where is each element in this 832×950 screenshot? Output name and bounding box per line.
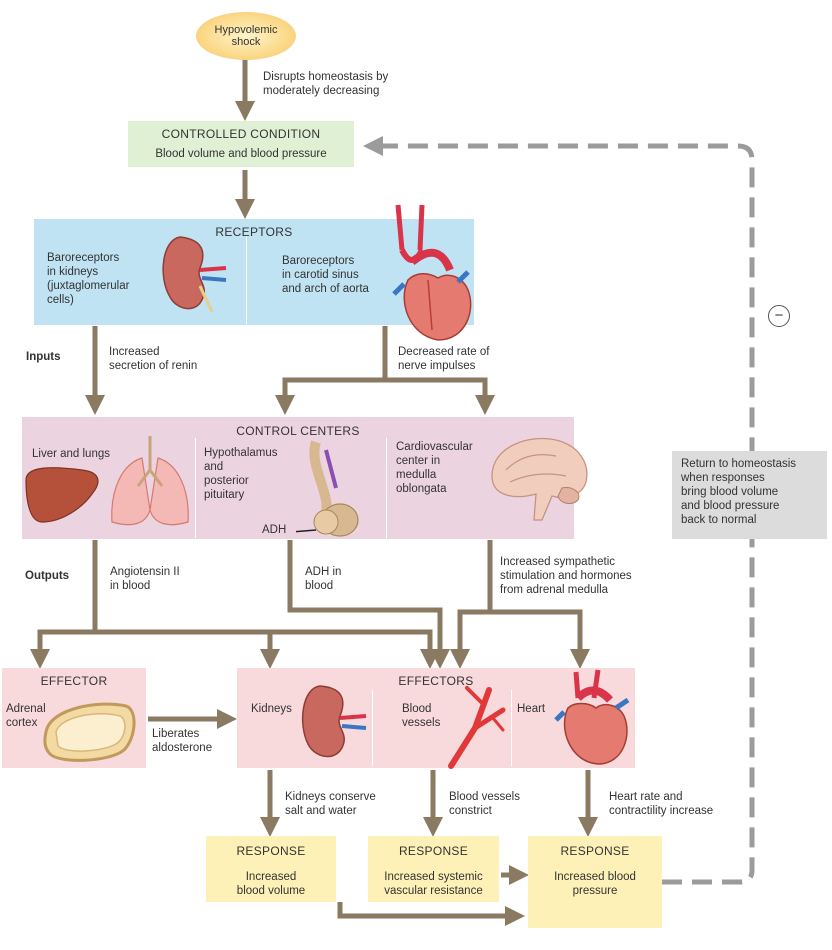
heart-effector-illustration [554, 669, 630, 765]
arrow-volume-pressure [337, 902, 525, 926]
stimulus-hypovolemic-shock [196, 12, 296, 60]
blood-vessel-illustration [448, 686, 506, 769]
liver-lungs-illustration [25, 436, 189, 526]
arrow-nerve-input-left [275, 326, 388, 415]
effectors-divider-2 [511, 690, 512, 766]
arrow-adh-vessels [287, 540, 450, 669]
controlled-condition-box: CONTROLLED CONDITION Blood volume and bl… [128, 121, 354, 167]
heart-aorta-illustration [392, 204, 472, 341]
controlled-title: CONTROLLED CONDITION [161, 127, 321, 141]
adh-label: ADH [262, 524, 287, 536]
response-title: RESPONSE [398, 844, 469, 858]
arrow-nerve-input-right [385, 377, 495, 415]
arrow-sympathetic-heart [487, 540, 590, 669]
control-centers-title: CONTROL CENTERS [236, 424, 360, 438]
control-divider-1 [195, 438, 196, 538]
effector-title: EFFECTOR [40, 674, 108, 688]
controlled-text: Blood volume and blood pressure [155, 148, 327, 160]
arrow-angiotensin-vessels [270, 629, 440, 669]
control-liver-text: Liver and lungs [32, 448, 110, 460]
arrow-sympathetic-vessels [450, 609, 490, 669]
effectors-divider-1 [372, 690, 373, 766]
pituitary-illustration [296, 440, 359, 537]
arrow-angiotensin-kidneys [95, 629, 280, 669]
arrow-angiotensin-effector [30, 540, 98, 669]
effectors-title: EFFECTORS [398, 674, 474, 688]
outputs-label: Outputs [25, 570, 70, 582]
response-title: RESPONSE [560, 844, 630, 858]
inputs-label: Inputs [26, 351, 61, 363]
kidney-effector-illustration [301, 685, 367, 758]
adrenal-gland-illustration [43, 702, 136, 762]
kidney-illustration [162, 236, 227, 313]
receptors-title: RECEPTORS [215, 225, 293, 239]
receptors-divider [246, 236, 247, 324]
negative-feedback-sign: − [768, 305, 790, 327]
brain-illustration [491, 437, 588, 521]
response-title: RESPONSE [236, 844, 306, 858]
control-divider-2 [386, 438, 387, 538]
effector-heart-text: Heart [517, 703, 546, 715]
effector-kidneys-text: Kidneys [251, 703, 292, 715]
